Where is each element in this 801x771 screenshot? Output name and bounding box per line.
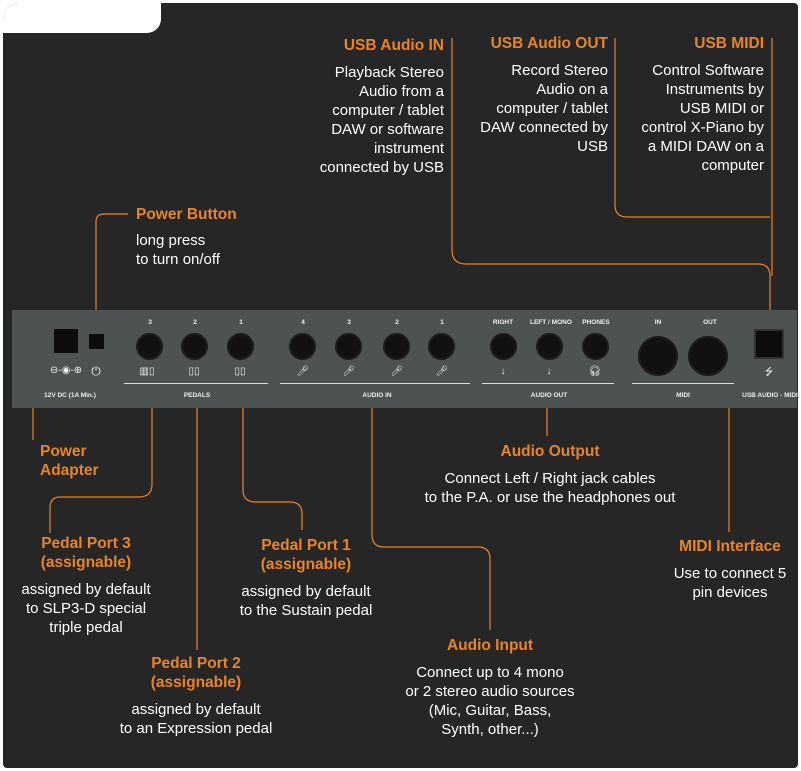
callout-usb-audio-out: USB Audio OUT Record Stereo Audio on a c… [464,34,608,156]
callout-pedal-port-2: Pedal Port 2 (assignable) assigned by de… [106,654,286,738]
pedal-port-3-body: assigned by default to SLP3-D special tr… [21,581,151,636]
corner-notch [3,3,161,33]
callout-pedal-port-1: Pedal Port 1 (assignable) assigned by de… [226,536,386,620]
midi-out-label: OUT [703,319,717,326]
audio-in-group-line [280,383,470,384]
phones-jack[interactable] [582,333,609,360]
audio-output-body: Connect Left / Right jack cables to the … [424,470,676,506]
pedal-jack-2[interactable] [181,333,208,360]
usb-audio-in-body: Playback Stereo Audio from a computer / … [319,64,444,176]
audio-out-right-jack[interactable] [490,333,517,360]
mic-guitar-icon: 🎤︎ [390,366,404,377]
pedals-group-line [124,383,268,384]
callout-power-adapter: Power Adapter [40,442,160,480]
audio-in-jack-2[interactable] [383,333,410,360]
rear-panel: ⊖-◉-⊕ ⏻ 12V DC (1A Min.) 3 2 1 ▥▯ ▯▯ ▯▯ … [12,310,798,408]
midi-group-line [632,383,734,384]
callout-power-button: Power Button long press to turn on/off [136,205,296,269]
callout-pedal-port-3: Pedal Port 3 (assignable) assigned by de… [6,534,166,637]
midi-label: MIDI [676,392,690,399]
leader-midi [690,396,730,532]
midi-in-label: IN [654,319,662,326]
audio-in-number-1: 1 [440,319,444,326]
headphones-icon: 🎧︎ [588,366,602,377]
audio-in-label: AUDIO IN [362,392,392,399]
midi-out-port[interactable] [688,336,728,376]
power-button-body: long press to turn on/off [136,232,220,268]
callout-usb-midi: USB MIDI Control Software Instruments by… [624,34,764,175]
callout-midi-interface: MIDI Interface Use to connect 5 pin devi… [660,537,800,602]
leader-usb-audio-out [614,38,770,218]
usb-port[interactable] [754,329,784,359]
pedal-jack-1[interactable] [227,333,254,360]
usb-label: USB AUDIO - MIDI [742,392,798,399]
single-pedal-icon: ▯▯ [234,366,246,377]
mic-guitar-icon: 🎤︎ [342,366,356,377]
triple-pedal-icon: ▥▯ [139,366,155,377]
power-adapter-title: Power Adapter [40,443,99,479]
leader-pedal-1 [242,405,303,530]
power-icon: ⏻ [91,364,101,378]
audio-in-number-3: 3 [347,319,351,326]
usb-audio-in-title: USB Audio IN [343,37,444,54]
dc-polarity-icon: ⊖-◉-⊕ [49,365,83,376]
usb-audio-out-body: Record Stereo Audio on a computer / tabl… [480,62,608,155]
audio-input-title: Audio Input [446,637,534,654]
audio-out-left-label: LEFT / MONO [530,319,572,326]
usb-icon: ⭍ [764,367,774,378]
pedal-port-2-title: Pedal Port 2 (assignable) [150,655,242,691]
jack-plug-icon: ↓ [546,366,552,377]
callout-usb-audio-in: USB Audio IN Playback Stereo Audio from … [300,36,444,177]
pedal-jack-3[interactable] [136,333,163,360]
midi-interface-title: MIDI Interface [679,538,781,555]
leader-usb-audio-in [451,38,771,325]
dc-power-socket[interactable] [54,329,78,353]
power-button[interactable] [89,334,104,349]
audio-in-jack-3[interactable] [335,333,362,360]
audio-in-jack-4[interactable] [289,333,316,360]
usb-audio-out-title: USB Audio OUT [490,35,608,52]
pedal-number-1: 1 [239,319,243,326]
pedals-label: PEDALS [183,392,211,399]
audio-out-phones-label: PHONES [582,319,610,326]
mic-guitar-icon: 🎤︎ [435,366,449,377]
usb-midi-title: USB MIDI [694,35,764,52]
midi-interface-body: Use to connect 5 pin devices [673,565,787,601]
audio-input-body: Connect up to 4 mono or 2 stereo audio s… [405,664,575,738]
pedal-port-1-title: Pedal Port 1 (assignable) [260,537,352,573]
leader-power-button [95,213,128,336]
midi-in-port[interactable] [638,336,678,376]
mic-guitar-icon: 🎤︎ [296,366,310,377]
audio-out-group-line [482,383,614,384]
pedal-number-3: 3 [148,319,152,326]
power-label: 12V DC (1A Min.) [44,392,96,399]
audio-output-title: Audio Output [500,443,600,460]
power-button-title: Power Button [136,206,237,223]
audio-out-right-label: RIGHT [492,319,514,326]
audio-out-label: AUDIO OUT [530,392,568,399]
pedal-port-1-body: assigned by default to the Sustain pedal [239,583,373,619]
pedal-number-2: 2 [193,319,197,326]
callout-audio-input: Audio Input Connect up to 4 mono or 2 st… [392,636,588,739]
jack-plug-icon: ↓ [500,366,506,377]
pedal-port-3-title: Pedal Port 3 (assignable) [40,535,132,571]
callout-audio-output: Audio Output Connect Left / Right jack c… [410,442,690,507]
leader-pedal-3 [49,405,153,533]
leader-audio-input [371,400,491,630]
audio-in-number-4: 4 [301,319,305,326]
audio-in-number-2: 2 [395,319,399,326]
audio-in-jack-1[interactable] [428,333,455,360]
usb-midi-body: Control Software Instruments by USB MIDI… [641,62,764,174]
audio-out-left-jack[interactable] [536,333,563,360]
single-pedal-icon: ▯▯ [188,366,200,377]
pedal-port-2-body: assigned by default to an Expression ped… [119,701,273,737]
